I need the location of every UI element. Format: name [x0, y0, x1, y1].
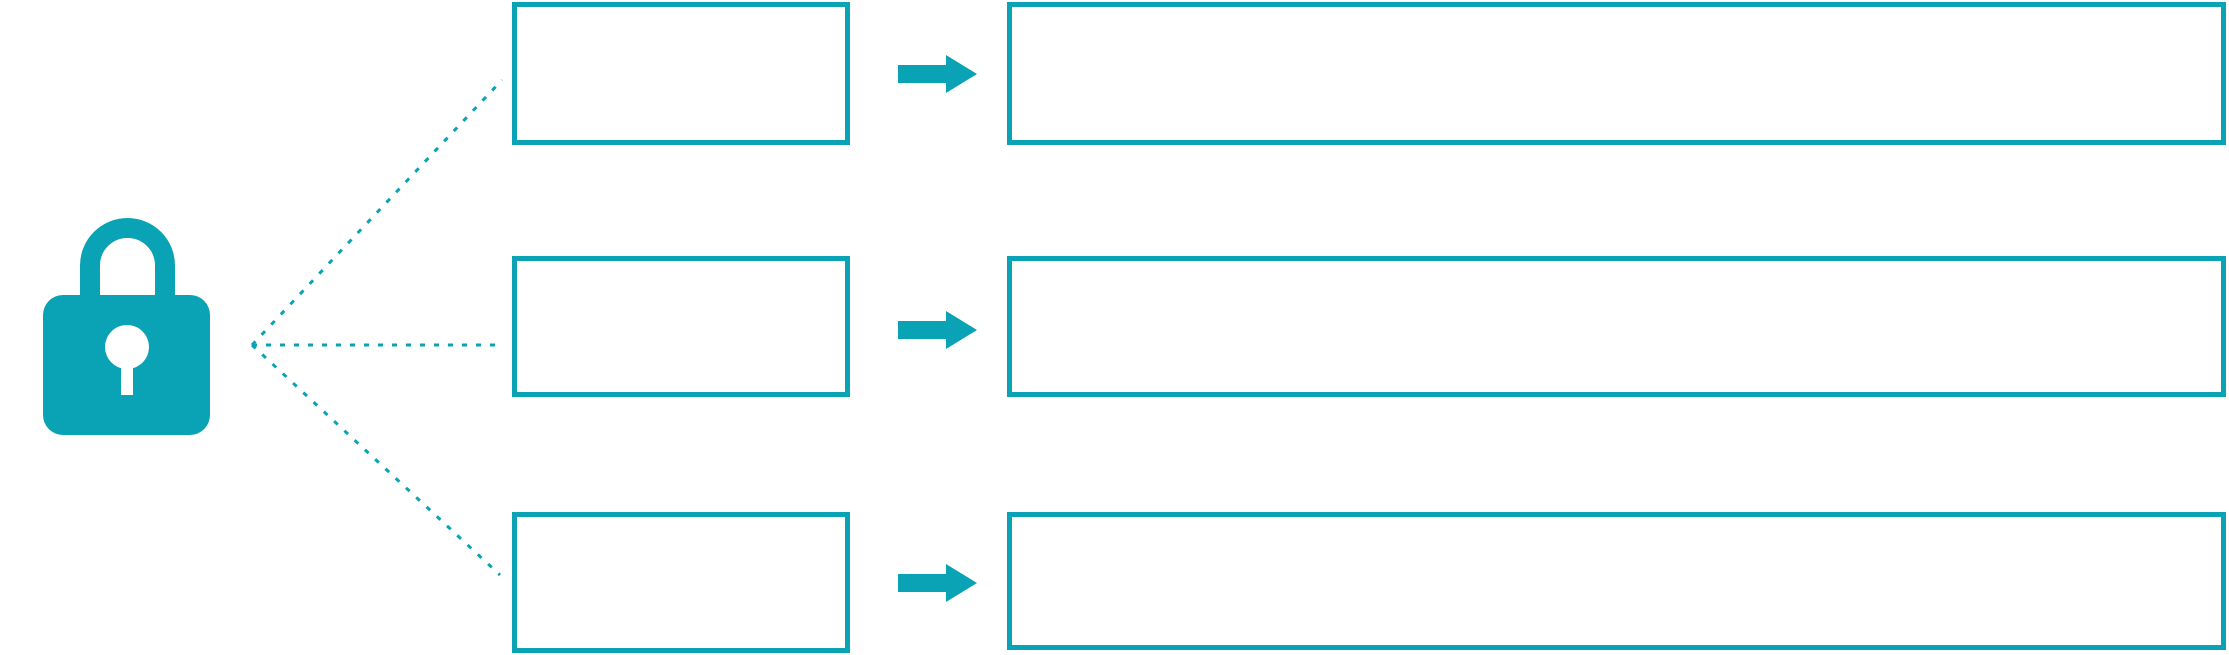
lock-shackle — [80, 218, 175, 310]
arrow-right-icon — [898, 563, 978, 603]
connector-line-top — [250, 78, 504, 347]
arrow-right-shape — [898, 311, 977, 349]
description-box-2[interactable] — [1007, 256, 2226, 397]
lock-icon — [35, 210, 265, 450]
lock-keyhole-stem — [121, 350, 133, 395]
arrow-right-icon — [898, 54, 978, 94]
arrow-right-icon — [898, 310, 978, 350]
arrow-right-shape — [898, 564, 977, 602]
term-box-2[interactable] — [512, 256, 850, 397]
term-box-3[interactable] — [512, 512, 850, 653]
description-box-3[interactable] — [1007, 512, 2226, 650]
connector-line-bottom — [250, 343, 502, 577]
term-box-1[interactable] — [512, 2, 850, 145]
arrow-right-shape — [898, 55, 977, 93]
description-box-1[interactable] — [1007, 2, 2226, 145]
lock-keyhole — [105, 325, 149, 369]
